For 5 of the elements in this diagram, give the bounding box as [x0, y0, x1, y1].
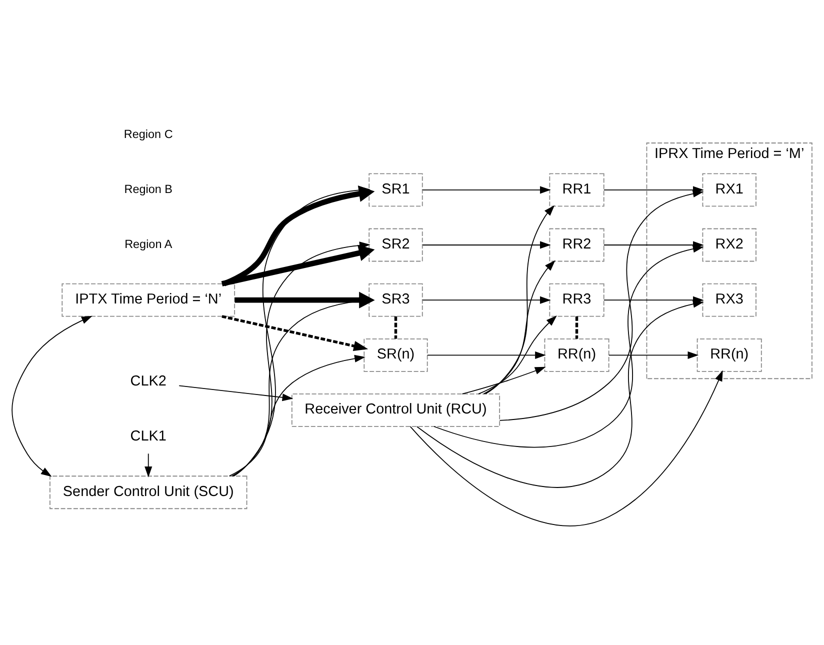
node-text: CLK2 — [130, 374, 166, 390]
label: Region C — [124, 128, 173, 141]
label: Region A — [124, 238, 172, 252]
node-text: CLK1 — [130, 428, 166, 445]
label: Region B — [124, 183, 172, 196]
